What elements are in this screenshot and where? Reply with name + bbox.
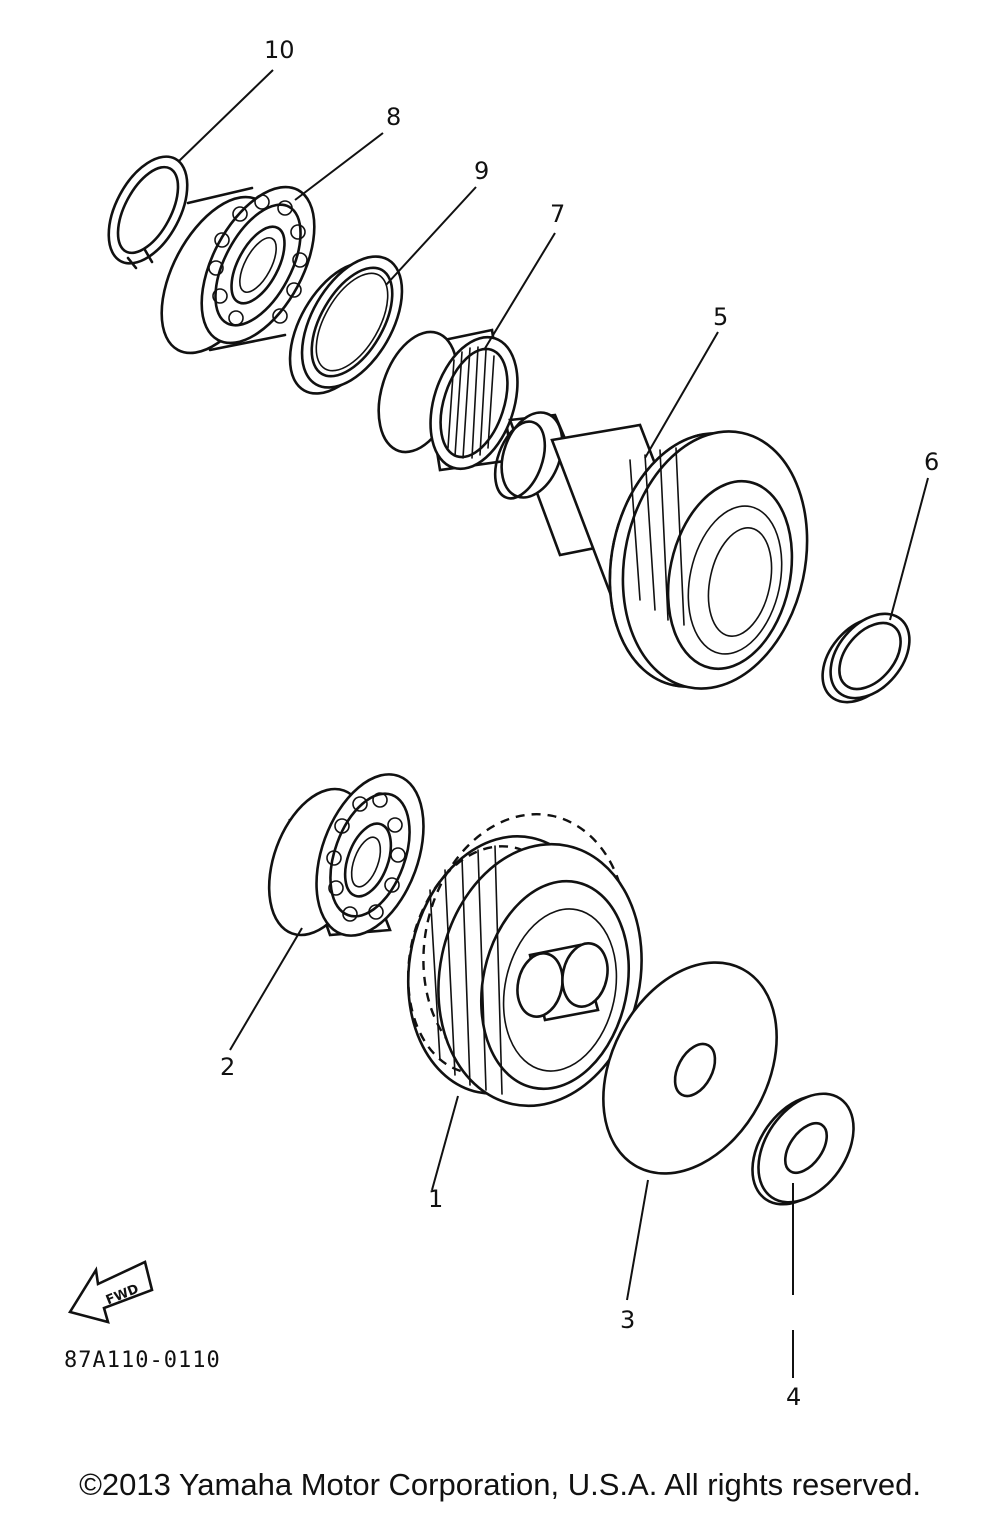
part-4-washer (751, 1092, 855, 1206)
part-1-gear (406, 813, 643, 1108)
callout-5: 5 (713, 303, 728, 331)
part-8-bearing (160, 185, 316, 355)
callout-7: 7 (550, 200, 565, 228)
copyright-notice: ©2013 Yamaha Motor Corporation, U.S.A. A… (79, 1467, 921, 1502)
callout-3: 3 (620, 1306, 635, 1334)
callout-numbers: 10 8 9 7 5 6 2 1 3 4 (220, 36, 939, 1411)
part-3-washer (602, 961, 778, 1175)
callout-2: 2 (220, 1053, 235, 1081)
part-9-seal (288, 255, 404, 395)
part-5-gear-shaft (493, 411, 809, 690)
callout-9: 9 (474, 157, 489, 185)
callout-8: 8 (386, 103, 401, 131)
diagram-code: 87A110-0110 (64, 1348, 221, 1373)
part-2-bearing (267, 773, 425, 937)
fwd-arrow-icon: FWD (67, 1260, 154, 1324)
callout-10: 10 (264, 36, 295, 64)
callout-6: 6 (924, 448, 939, 476)
part-7-needle-bearing (377, 328, 519, 472)
part-10-circlip (107, 155, 189, 270)
callout-1: 1 (428, 1185, 443, 1213)
callout-4: 4 (786, 1383, 801, 1411)
leader-lines (177, 69, 929, 1378)
part-6-ring (821, 612, 911, 704)
